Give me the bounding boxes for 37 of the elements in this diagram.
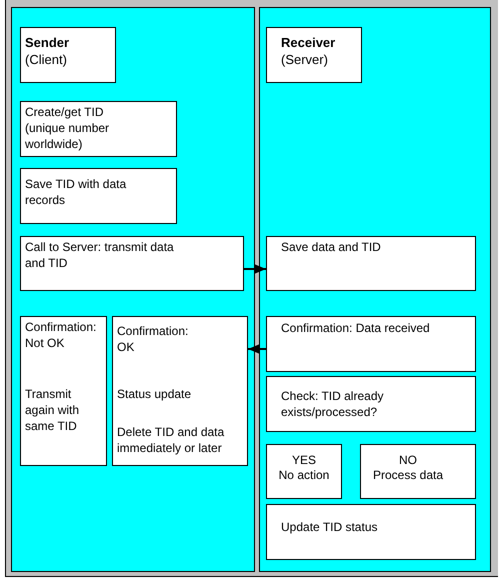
step-text: Check: TID already exists/processed? — [281, 388, 384, 420]
step-text: Save TID with data records — [25, 176, 128, 208]
step-text: Confirmation: Data received — [281, 320, 430, 336]
lane-subtitle: (Server) — [281, 52, 328, 68]
arrow — [244, 264, 266, 274]
lane-title: Sender — [25, 35, 70, 51]
process-box — [20, 236, 244, 291]
lane-subtitle: (Client) — [25, 52, 67, 68]
arrow — [248, 344, 266, 354]
process-box — [20, 316, 107, 466]
step-text: Process data — [372, 468, 444, 483]
process-box — [360, 444, 476, 499]
lane-panel — [11, 7, 255, 572]
step-text: Confirmation: Not OK — [25, 319, 98, 351]
process-box — [266, 444, 342, 499]
process-box — [112, 316, 248, 466]
step-text: Create/get TID (unique number worldwide) — [25, 104, 110, 152]
process-box — [20, 168, 177, 224]
lane-title: Receiver — [281, 35, 336, 51]
process-box — [20, 101, 177, 157]
process-box — [266, 236, 476, 291]
step-text: No action — [278, 468, 330, 483]
step-text: Confirmation: OK — [117, 323, 190, 355]
step-text: NO — [399, 453, 417, 468]
step-text: Call to Server: transmit data and TID — [25, 239, 175, 271]
process-box — [266, 316, 476, 372]
process-box — [266, 27, 362, 83]
step-text: Transmit again with same TID — [25, 386, 80, 434]
step-text: Delete TID and data immediately or later — [117, 424, 226, 456]
process-box — [20, 27, 116, 83]
lane-panel — [259, 7, 491, 572]
step-text: Save data and TID — [281, 239, 381, 255]
step-text: YES — [292, 453, 316, 468]
process-box — [266, 376, 476, 432]
process-box — [266, 504, 476, 560]
step-text: Update TID status — [281, 519, 378, 535]
step-text: Status update — [117, 386, 192, 402]
